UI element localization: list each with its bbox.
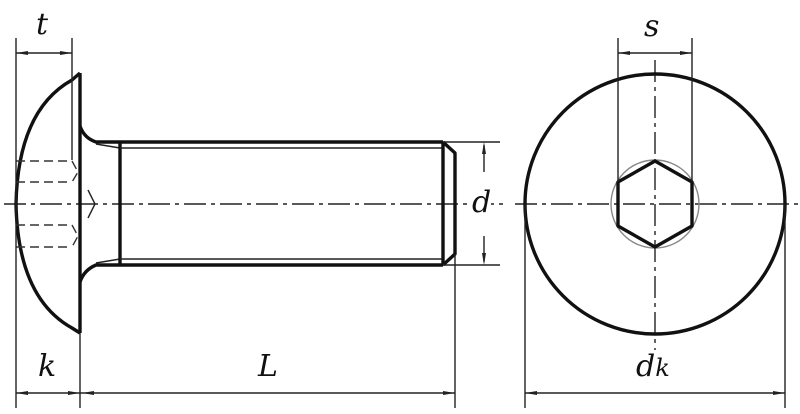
thread-runout-top — [95, 143, 121, 149]
dim-label-t: t — [36, 7, 49, 42]
dim-label-L: L — [258, 349, 278, 384]
dim-label-dk-main: d — [636, 349, 656, 384]
head-dome-outline — [14, 71, 82, 335]
shank-end-chamfer — [441, 140, 457, 267]
thread-runout-bottom — [95, 258, 121, 264]
side-view — [4, 38, 505, 408]
end-view — [515, 38, 800, 408]
underhead-fillet-top — [78, 125, 443, 144]
dim-label-dk-sub: k — [655, 354, 670, 382]
dim-label-s: s — [644, 9, 660, 44]
dim-label-k: k — [38, 349, 57, 384]
underhead-fillet-bottom — [78, 263, 443, 283]
hidden-socket — [16, 160, 96, 248]
dim-label-dk: dk — [636, 352, 670, 382]
dim-label-d: d — [472, 185, 492, 220]
